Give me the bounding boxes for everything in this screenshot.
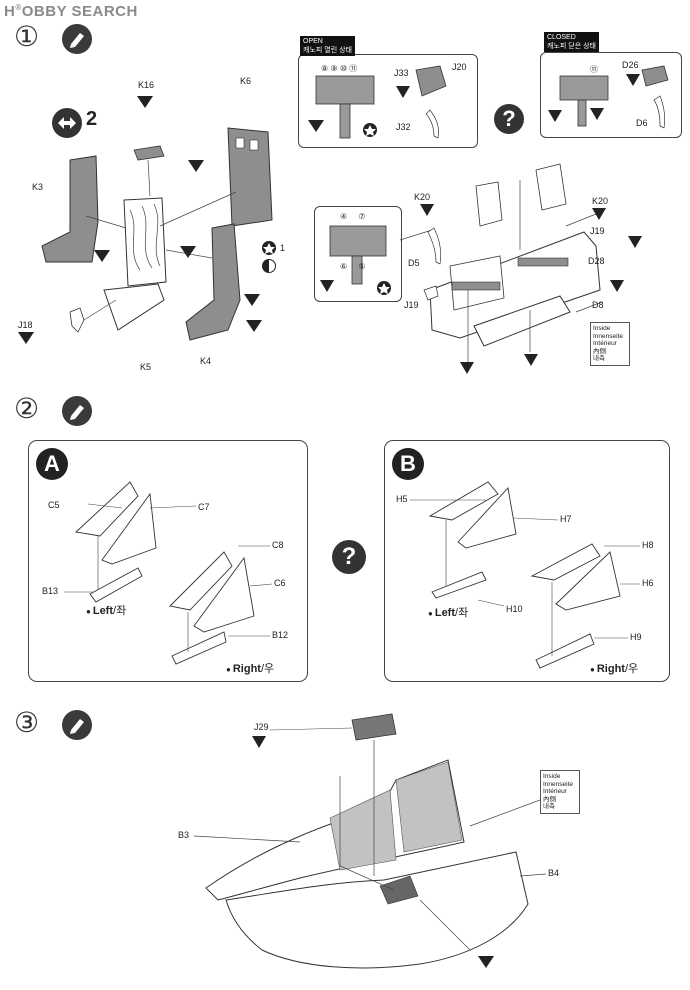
label-c6: C6	[274, 578, 286, 588]
label-b4: B4	[548, 868, 560, 878]
label-j19-bottom: J19	[404, 300, 419, 310]
label-j32: J32	[396, 122, 411, 132]
option-a-right-label: Right/우	[226, 660, 274, 676]
label-c5: C5	[48, 500, 60, 510]
label-k6: K6	[240, 76, 252, 86]
label-j20: J20	[452, 62, 467, 72]
closed-canopy-callout	[540, 52, 682, 138]
label-k16: K16	[138, 80, 155, 90]
label-h9: H9	[630, 632, 642, 642]
sub-assembly-number: 2	[86, 108, 98, 130]
glue-icon	[62, 710, 92, 740]
label-k4: K4	[200, 356, 212, 366]
label-c7: C7	[198, 502, 210, 512]
label-c8: C8	[272, 540, 284, 550]
option-b-panel	[384, 440, 670, 682]
option-a-panel	[28, 440, 308, 682]
option-a-badge: A	[36, 448, 68, 480]
label-b13: B13	[42, 586, 59, 596]
hobby-search-logo: H®OBBY SEARCH	[4, 3, 138, 20]
step-2-number: ②	[14, 393, 40, 424]
choose-option-icon: ?	[332, 540, 366, 574]
label-h8: H8	[642, 540, 654, 550]
label-k20-left: K20	[414, 192, 431, 202]
watermark-bar: H®OBBY SEARCH	[0, 0, 690, 22]
glue-icon	[62, 396, 92, 426]
panel-dials-bottom: ⑥ ⑤	[340, 262, 366, 271]
open-dials: ⑧ ⑨ ⑩ ⑪	[321, 64, 358, 73]
label-d6: D6	[636, 118, 648, 128]
option-b-left-label: Left/좌	[428, 604, 468, 620]
label-k20-right: K20	[592, 196, 609, 206]
label-k3: K3	[32, 182, 44, 192]
label-b12: B12	[272, 630, 289, 640]
label-h7: H7	[560, 514, 572, 524]
label-h6: H6	[642, 578, 654, 588]
label-j19-top: J19	[590, 226, 605, 236]
label-d5: D5	[408, 258, 420, 268]
label-j33: J33	[394, 68, 409, 78]
label-d28: D28	[588, 256, 605, 266]
label-d26: D26	[622, 60, 639, 70]
step-1-number: ①	[14, 21, 40, 52]
option-b-right-label: Right/우	[590, 660, 638, 676]
label-j29: J29	[254, 722, 269, 732]
step-3-number: ③	[14, 707, 40, 738]
label-j18: J18	[18, 320, 33, 330]
sub-assembly-icon	[52, 108, 82, 138]
panel-dials-top: ④ ⑦	[340, 212, 366, 221]
label-k5: K5	[140, 362, 152, 372]
label-b3: B3	[178, 830, 190, 840]
choose-option-icon: ?	[494, 104, 524, 134]
label-d8: D8	[592, 300, 604, 310]
label-h5: H5	[396, 494, 408, 504]
star-count: 1	[280, 243, 286, 253]
closed-dial: ⑪	[590, 65, 598, 74]
option-a-left-label: Left/좌	[86, 602, 126, 618]
label-h10: H10	[506, 604, 523, 614]
option-b-badge: B	[392, 448, 424, 480]
glue-icon	[62, 24, 92, 54]
